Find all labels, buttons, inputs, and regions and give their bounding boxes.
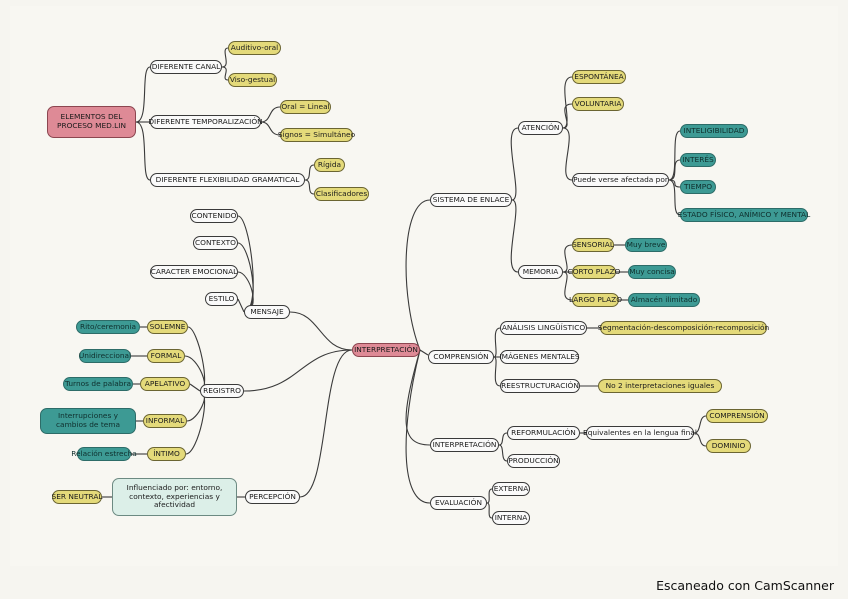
node-interpretacion-central: INTERPRETACIÓN [352, 343, 420, 357]
node-sistema-enlace: SISTEMA DE ENLACE [430, 193, 512, 207]
node-equivalentes: Equivalentes en la lengua final [583, 426, 697, 440]
node-puede-verse: Puede verse afectada por [572, 173, 669, 187]
node-interes: INTERÉS [680, 153, 716, 167]
node-largo-plazo: LARGO PLAZO [569, 293, 622, 307]
node-signos-simultaneo: Signos = Simultáneo [278, 128, 355, 142]
node-ser-neutral: SER NEUTRAL [52, 490, 103, 504]
node-formal: FORMAL [147, 349, 185, 363]
node-comprension: COMPRENSIÓN [428, 350, 494, 364]
node-evaluacion: EVALUACIÓN [430, 496, 487, 510]
node-relacion-estrecha: Relación estrecha [71, 447, 137, 461]
node-reestructuracion: REESTRUCTURACIÓN [500, 379, 580, 393]
node-contexto: CONTEXTO [193, 236, 238, 250]
node-registro: REGISTRO [200, 384, 244, 398]
node-rito-ceremonia: Rito/ceremonia [76, 320, 140, 334]
node-reformulacion: REFORMULACIÓN [507, 426, 580, 440]
node-mensaje: MENSAJE [244, 305, 290, 319]
node-clasificadores: Clasificadores [314, 187, 369, 201]
node-segmentacion: Segmentación-descomposición-recomposició… [598, 321, 769, 335]
node-analisis: ANÁLISIS LINGÜÍSTICO [500, 321, 587, 335]
node-sensorial: SENSORIAL [572, 238, 614, 252]
node-espontanea: ESPONTÁNEA [572, 70, 626, 84]
node-muy-concisa: Muy concisa [628, 265, 676, 279]
node-imagenes: IMÁGENES MENTALES [499, 350, 580, 364]
node-estado: ESTADO FÍSICO, ANÍMICO Y MENTAL [678, 208, 810, 222]
node-influenciado: Influenciado por: entorno, contexto, exp… [112, 478, 237, 516]
node-auditivo-oral: Auditivo-oral [228, 41, 281, 55]
node-solemne: SOLEMNE [147, 320, 188, 334]
node-tiempo: TIEMPO [680, 180, 716, 194]
node-comprension-2: COMPRENSIÓN [706, 409, 768, 423]
node-percepcion: PERCEPCIÓN [245, 490, 300, 504]
node-intimo: ÍNTIMO [147, 447, 186, 461]
node-atencion: ATENCIÓN [518, 121, 563, 135]
node-no-2: No 2 interpretaciones iguales [598, 379, 722, 393]
node-corto-plazo: CORTO PLAZO [568, 265, 620, 279]
node-muy-breve: Muy breve [625, 238, 667, 252]
node-elementos: ELEMENTOS DEL PROCESO MED.LIN [47, 106, 136, 138]
node-contenido: CONTENIDO [190, 209, 238, 223]
node-externa: EXTERNA [492, 482, 530, 496]
node-diferente-flexibilidad: DIFERENTE FLEXIBILIDAD GRAMATICAL [150, 173, 305, 187]
node-interpretacion-2: INTERPRETACIÓN [430, 438, 499, 452]
node-almacen: Almacén ilimitado [628, 293, 700, 307]
node-estilo: ESTILO [205, 292, 238, 306]
node-memoria: MEMORIA [518, 265, 563, 279]
scanner-watermark: Escaneado con CamScanner [656, 578, 834, 593]
node-dominio: DOMINIO [706, 439, 751, 453]
node-viso-gestual: Viso-gestual [228, 73, 277, 87]
node-diferente-temporalizacion: DIFERENTE TEMPORALIZACIÓN [148, 115, 263, 129]
node-produccion: PRODUCCIÓN [507, 454, 560, 468]
node-turnos-palabra: Turnos de palabra [63, 377, 133, 391]
node-voluntaria: VOLUNTARIA [572, 97, 624, 111]
node-apelativo: APELATIVO [140, 377, 190, 391]
node-caracter-emocional: CARACTER EMOCIONAL [150, 265, 238, 279]
node-interrupciones: Interrupciones y cambios de tema [40, 408, 136, 434]
scanned-page [10, 6, 838, 566]
node-interna: INTERNA [492, 511, 530, 525]
node-oral-lineal: Oral = Lineal [280, 100, 331, 114]
node-rigida: Rígida [314, 158, 345, 172]
node-unidireccional: Unidireccional [79, 349, 131, 363]
node-diferente-canal: DIFERENTE CANAL [150, 60, 222, 74]
node-informal: INFORMAL [143, 414, 187, 428]
node-inteligibilidad: INTELIGIBILIDAD [680, 124, 748, 138]
